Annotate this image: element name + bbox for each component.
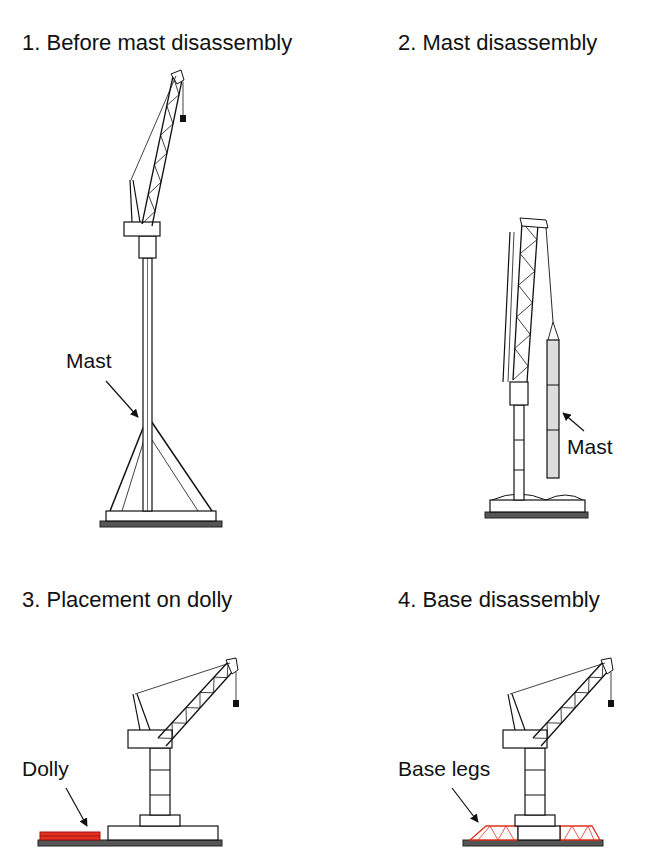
base-center — [515, 815, 555, 826]
mast-joint — [514, 470, 524, 471]
panel-1-crane — [100, 70, 222, 527]
panel-title: 2. Mast disassembly — [398, 30, 597, 56]
crane-upper-works — [128, 658, 239, 815]
a-frame — [133, 180, 140, 222]
leader-arrow — [452, 788, 478, 822]
back-mast — [508, 232, 514, 382]
leader-arrow — [66, 788, 87, 826]
ground — [100, 521, 222, 527]
boom-head — [171, 70, 184, 84]
base-frame — [492, 494, 583, 500]
base-center — [140, 815, 180, 826]
mast-joint — [547, 430, 559, 431]
sling — [548, 322, 553, 340]
slewing-cab — [124, 222, 160, 236]
panel-2-crane — [485, 218, 588, 518]
a-frame — [130, 180, 132, 222]
turntable — [139, 236, 156, 258]
leader-arrow — [563, 413, 584, 431]
boom-lattice — [142, 76, 179, 224]
part-label: Mast — [66, 348, 112, 373]
mast — [514, 405, 524, 500]
ground — [463, 840, 603, 846]
panel-title: 4. Base disassembly — [398, 587, 600, 613]
panel-title: 3. Placement on dolly — [22, 587, 232, 613]
part-label: Mast — [567, 434, 613, 459]
base — [108, 826, 218, 840]
mast-joint — [547, 385, 559, 386]
panel-title: 1. Before mast disassembly — [22, 30, 292, 56]
dolly-line — [40, 836, 100, 837]
hook-rope — [183, 82, 184, 115]
base-leg — [122, 440, 144, 511]
base — [106, 511, 216, 521]
ground — [485, 512, 588, 518]
hook-block — [180, 115, 186, 122]
leader-arrow — [106, 381, 138, 417]
pendant-rope — [131, 76, 176, 180]
crane-upper-works — [503, 658, 614, 815]
base-center — [518, 826, 560, 840]
base — [490, 500, 585, 512]
hook-rope — [546, 227, 553, 322]
mast — [143, 258, 152, 511]
base-leg-lattice — [478, 826, 514, 840]
boom-lattice — [513, 222, 537, 380]
part-label: Dolly — [22, 756, 69, 781]
mast-line — [147, 258, 148, 511]
panel-4-crane — [452, 658, 614, 846]
ground — [38, 840, 222, 846]
mast-joint — [514, 440, 524, 441]
panel-3-crane — [38, 658, 239, 846]
base-leg — [110, 418, 147, 511]
base-leg-red — [560, 826, 600, 840]
base-leg-red — [470, 826, 518, 840]
sling — [553, 322, 559, 340]
dolly — [40, 832, 100, 840]
base-leg-lattice — [564, 826, 594, 840]
boom-head — [520, 218, 548, 228]
part-label: Base legs — [398, 756, 490, 781]
base-leg — [149, 418, 212, 511]
hanging-mast — [547, 340, 559, 478]
base-leg — [152, 440, 198, 511]
turntable — [510, 382, 528, 405]
